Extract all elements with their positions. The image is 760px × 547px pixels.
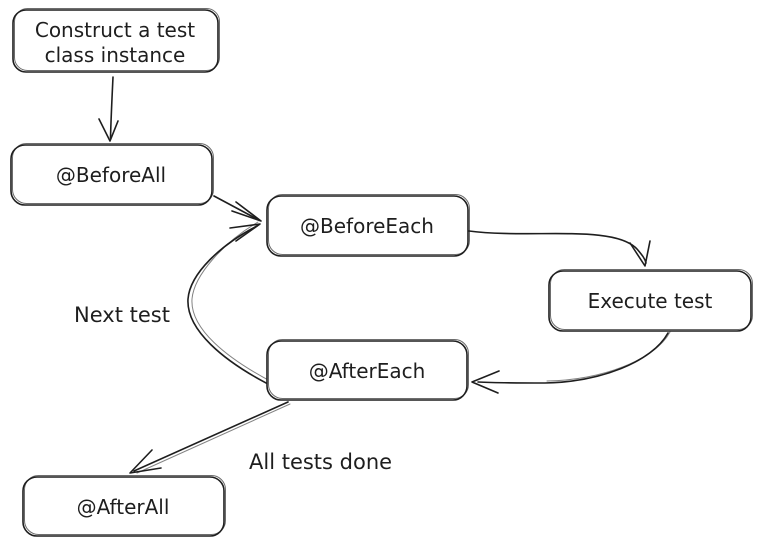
node-label: @BeforeEach	[300, 214, 434, 238]
ink-layer: Construct a test class instance @BeforeA…	[10, 8, 753, 537]
node-box-echo	[268, 339, 469, 399]
edge-label-all-tests-done: All tests done	[249, 450, 392, 474]
node-box	[12, 9, 219, 73]
node-box	[266, 340, 468, 401]
arrow-executetest-to-aftereach	[471, 331, 671, 394]
arrow-beforeeach-to-executetest	[468, 230, 651, 267]
node-box	[266, 195, 469, 257]
node-label: @AfterEach	[309, 359, 426, 383]
edge-label-next-test: Next test	[74, 303, 170, 327]
node-construct-test-instance: Construct a test class instance	[12, 8, 220, 73]
node-box-echo	[550, 269, 753, 330]
arrow-aftereach-to-beforeeach-loop	[187, 221, 271, 385]
node-box	[22, 476, 225, 537]
node-box-echo	[14, 8, 220, 71]
arrow-aftereach-to-afterall	[129, 401, 291, 474]
arrow-beforeall-to-beforeeach	[213, 195, 262, 222]
node-after-all: @AfterAll	[22, 475, 226, 537]
node-before-each: @BeforeEach	[266, 194, 470, 257]
node-box	[548, 270, 752, 332]
node-box	[10, 144, 213, 206]
node-label: class instance	[45, 43, 186, 67]
node-box-echo	[24, 475, 226, 535]
node-label: Construct a test	[35, 18, 195, 42]
node-box-echo	[12, 143, 214, 204]
node-label: @BeforeAll	[56, 163, 166, 187]
node-label: @AfterAll	[77, 495, 170, 519]
node-after-each: @AfterEach	[266, 339, 469, 401]
node-execute-test: Execute test	[548, 269, 753, 332]
node-label: Execute test	[588, 289, 713, 313]
arrow-construct-to-beforeall	[98, 76, 119, 142]
node-before-all: @BeforeAll	[10, 143, 214, 206]
node-box-echo	[268, 194, 470, 255]
